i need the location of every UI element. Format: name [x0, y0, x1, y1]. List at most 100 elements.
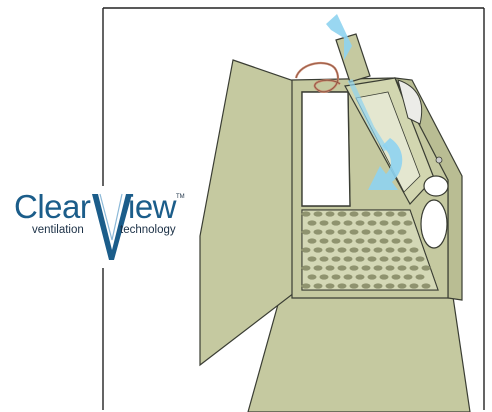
grate-hole [404, 274, 413, 279]
logo-ventilation: ventilation [32, 224, 84, 236]
grate-hole [302, 211, 311, 216]
logo-trademark: TM [176, 194, 185, 200]
grate-hole [302, 283, 311, 288]
grate-hole [332, 220, 341, 225]
grate-hole [404, 238, 413, 243]
grate-hole [416, 274, 425, 279]
glove-port-lower [421, 200, 447, 248]
grate-hole [302, 229, 311, 234]
exhaust-duct [336, 34, 370, 82]
grate-hole [422, 265, 431, 270]
grate-hole [344, 274, 353, 279]
grate-hole [308, 274, 317, 279]
grate-hole [308, 256, 317, 261]
grate-hole [392, 220, 401, 225]
grate-hole [320, 238, 329, 243]
grate-hole [368, 220, 377, 225]
grate-hole [326, 265, 335, 270]
logo-clear: Clear [14, 188, 90, 226]
grate-hole [344, 220, 353, 225]
grate-hole [332, 238, 341, 243]
grate-hole [362, 247, 371, 252]
glove-port-upper [424, 176, 448, 196]
grate-hole [302, 247, 311, 252]
grate-hole [320, 274, 329, 279]
grate-hole [392, 238, 401, 243]
grate-hole [380, 256, 389, 261]
clearview-logo: Clear iew TM ventilation technology [6, 186, 194, 266]
grate-hole [380, 238, 389, 243]
grate-hole [398, 229, 407, 234]
logo-technology: technology [120, 224, 176, 236]
grate-hole [398, 211, 407, 216]
grate-hole [350, 247, 359, 252]
grate-hole [386, 283, 395, 288]
grate-hole [392, 274, 401, 279]
grate-hole [320, 220, 329, 225]
grate-hole [368, 274, 377, 279]
grate-hole [338, 247, 347, 252]
grate-hole [314, 265, 323, 270]
grate-hole [374, 211, 383, 216]
grate-hole [386, 247, 395, 252]
grate-hole [338, 211, 347, 216]
grate-hole [356, 238, 365, 243]
grate-hole [320, 256, 329, 261]
grate-hole [368, 256, 377, 261]
grate-hole [326, 283, 335, 288]
grate-hole [386, 211, 395, 216]
grate-hole [338, 265, 347, 270]
grate-hole [392, 256, 401, 261]
grate-hole [332, 274, 341, 279]
grate-hole [404, 220, 413, 225]
grate-hole [410, 247, 419, 252]
grate-hole [398, 283, 407, 288]
grate-hole [314, 229, 323, 234]
grate-hole [350, 211, 359, 216]
grate-hole [386, 229, 395, 234]
grate-hole [326, 229, 335, 234]
cabinet-stand [248, 290, 470, 412]
grate-hole [356, 220, 365, 225]
grate-hole [386, 265, 395, 270]
grate-hole [308, 220, 317, 225]
grate-hole [344, 256, 353, 261]
grate-hole [374, 229, 383, 234]
grate-hole [374, 283, 383, 288]
grate-hole [314, 283, 323, 288]
grate-hole [314, 211, 323, 216]
grate-hole [368, 238, 377, 243]
grate-hole [350, 283, 359, 288]
grate-hole [362, 211, 371, 216]
grate-hole [350, 265, 359, 270]
grate-hole [404, 256, 413, 261]
grate-hole [422, 283, 431, 288]
grate-hole [344, 238, 353, 243]
grate-hole [380, 274, 389, 279]
grate-hole [374, 265, 383, 270]
grate-hole [398, 265, 407, 270]
grate-hole [332, 256, 341, 261]
grate-hole [362, 229, 371, 234]
grate-hole [398, 247, 407, 252]
grate-hole [338, 229, 347, 234]
grate-hole [308, 238, 317, 243]
grate-hole [356, 256, 365, 261]
grate-hole [380, 220, 389, 225]
grate-hole [302, 265, 311, 270]
grate-hole [410, 265, 419, 270]
grate-hole [314, 247, 323, 252]
grate-hole [326, 247, 335, 252]
grate-hole [356, 274, 365, 279]
grate-hole [338, 283, 347, 288]
grate-hole [362, 283, 371, 288]
window-opening [302, 92, 350, 206]
grate-hole [410, 283, 419, 288]
logo-iew: iew [128, 188, 176, 226]
grate-hole [326, 211, 335, 216]
side-knob [436, 157, 442, 163]
grate-hole [350, 229, 359, 234]
grate-hole [416, 256, 425, 261]
grate-hole [362, 265, 371, 270]
grate-hole [374, 247, 383, 252]
